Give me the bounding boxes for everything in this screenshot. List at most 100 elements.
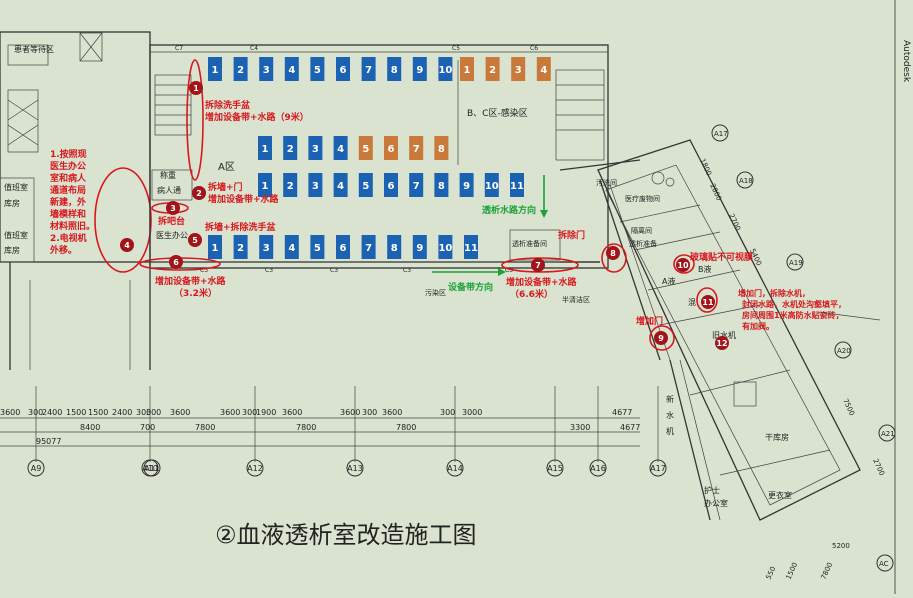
svg-text:10: 10 — [677, 261, 689, 270]
mix-label: 混 — [688, 298, 696, 307]
svg-text:7: 7 — [413, 181, 420, 192]
svg-text:3: 3 — [312, 144, 319, 155]
svg-text:A12: A12 — [247, 464, 263, 473]
svg-text:A13: A13 — [347, 464, 363, 473]
marker-1: 1 — [189, 81, 203, 95]
note-2-text: 拆墙+门 增加设备带+水路 — [208, 181, 280, 205]
marker-5: 5 — [188, 233, 202, 247]
b-fluid-label: B液 — [698, 264, 712, 274]
col-tag-c3b: C3 — [265, 267, 273, 274]
svg-text:2: 2 — [237, 65, 244, 76]
axis-marker-A14: A14 — [446, 459, 464, 477]
svg-text:封闭水路，水机处沟壑填平，: 封闭水路，水机处沟壑填平， — [742, 299, 846, 309]
svg-text:6: 6 — [173, 258, 179, 267]
svg-text:4: 4 — [288, 243, 295, 254]
bed-row3-7: 7 — [409, 173, 424, 197]
svg-text:4: 4 — [288, 65, 295, 76]
dim-label: 3600 — [220, 408, 240, 417]
dim-label: 1500 — [88, 408, 108, 417]
svg-text:4: 4 — [337, 181, 344, 192]
bed-row3-6: 6 — [384, 173, 398, 197]
svg-text:4: 4 — [337, 144, 344, 155]
svg-text:7800: 7800 — [195, 423, 215, 432]
svg-text:A10: A10 — [142, 464, 158, 473]
duty-room-1-label: 值班室 — [4, 182, 28, 192]
dim-label: 2400 — [112, 408, 132, 417]
bed-mid-3: 3 — [308, 136, 323, 160]
svg-text:（6.6米）: （6.6米） — [510, 288, 553, 300]
bed-top-9: 9 — [412, 57, 427, 81]
marker-3: 3 — [166, 201, 180, 215]
store-room-2-label: 库房 — [4, 245, 20, 255]
bed-bottom-11: 11 — [464, 235, 478, 259]
svg-text:7: 7 — [365, 243, 372, 254]
svg-text:医生办公: 医生办公 — [50, 160, 86, 172]
bed-bottom-10: 10 — [438, 235, 453, 259]
svg-text:A9: A9 — [31, 464, 42, 473]
dry-store-label: 干库房 — [765, 432, 789, 442]
svg-text:3: 3 — [170, 204, 176, 213]
svg-text:7800: 7800 — [296, 423, 316, 432]
bed-row3-1: 1 — [258, 173, 272, 197]
right-axis-markers: A17 A18 A19 A20 A21 AC — [711, 124, 896, 572]
svg-text:2: 2 — [196, 189, 202, 198]
bed-mid-6: 6 — [384, 136, 398, 160]
svg-text:8: 8 — [391, 243, 398, 254]
bed-row3-9: 9 — [459, 173, 474, 197]
dialysis-prep-2-label: 透析准备 — [629, 239, 657, 248]
bed-bottom-7: 7 — [361, 235, 376, 259]
doctor-office-label: 医生办公 — [156, 230, 188, 240]
bed-row3-5: 5 — [358, 173, 373, 197]
svg-text:拆墙+门: 拆墙+门 — [208, 181, 243, 193]
svg-text:3: 3 — [263, 65, 270, 76]
svg-text:护士: 护士 — [704, 485, 720, 495]
dim-label: 3000 — [462, 408, 482, 417]
axis-marker-A9: A9 — [27, 459, 45, 477]
svg-text:5: 5 — [314, 65, 321, 76]
svg-text:A19: A19 — [789, 259, 803, 267]
svg-text:A20: A20 — [837, 347, 851, 355]
svg-text:11: 11 — [702, 298, 714, 307]
svg-text:设备带方向: 设备带方向 — [448, 281, 493, 293]
dim-label: 300 — [136, 408, 151, 417]
svg-text:室和病人: 室和病人 — [50, 172, 87, 184]
svg-text:6: 6 — [388, 181, 395, 192]
bed-mid-4: 4 — [333, 136, 348, 160]
axis-marker-A12: A12 — [246, 459, 264, 477]
bed-top-3: 3 — [259, 57, 274, 81]
svg-text:7: 7 — [535, 261, 541, 270]
svg-text:增加设备带+水路: 增加设备带+水路 — [155, 275, 227, 287]
note-1-text: 拆除洗手盆 增加设备带+水路（9米） — [205, 99, 309, 123]
marker-11: 11 — [701, 295, 715, 309]
svg-text:700: 700 — [140, 423, 155, 432]
col-tag-c6: C6 — [530, 45, 538, 52]
svg-text:A18: A18 — [739, 177, 753, 185]
svg-text:5: 5 — [362, 181, 369, 192]
dim-label: 300 — [146, 408, 161, 417]
store-room-1-label: 库房 — [4, 198, 20, 208]
marker-7-outline — [501, 257, 579, 273]
note-5-text: 拆墙+拆除洗手盆 — [205, 221, 277, 233]
dim-label: 2400 — [42, 408, 62, 417]
semi-clean-label: 半清洁区 — [562, 295, 590, 304]
svg-text:10: 10 — [438, 65, 452, 76]
dim-label: 1900 — [256, 408, 276, 417]
svg-text:9: 9 — [463, 181, 470, 192]
bed-top-orange-4: 4 — [536, 57, 551, 81]
svg-text:通道布局: 通道布局 — [50, 184, 86, 196]
svg-text:A14: A14 — [447, 464, 463, 473]
bed-row3-10: 10 — [484, 173, 499, 197]
svg-text:2: 2 — [287, 144, 294, 155]
col-tag-c4a: C4 — [250, 45, 258, 52]
marker-6: 6 — [169, 255, 183, 269]
svg-text:1: 1 — [262, 181, 269, 192]
main-hall-outline — [149, 44, 609, 269]
area-bc-label: B、C区-感染区 — [467, 107, 528, 119]
svg-text:5: 5 — [362, 144, 369, 155]
dim-label: 3600 — [340, 408, 360, 417]
a-fluid-label: A液 — [662, 276, 675, 286]
svg-text:2: 2 — [287, 181, 294, 192]
